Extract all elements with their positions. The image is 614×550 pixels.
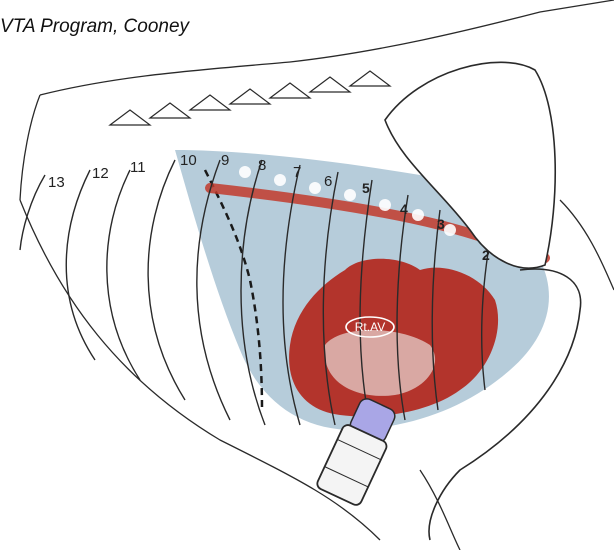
- rib-label-8: 8: [258, 157, 266, 174]
- rib-label-10: 10: [180, 152, 197, 169]
- rib-label-4: 4: [400, 201, 408, 217]
- spine: [110, 71, 390, 125]
- rib-label-7: 7: [293, 164, 301, 181]
- rib-label-13: 13: [48, 174, 65, 191]
- rib-label-6: 6: [324, 173, 332, 190]
- valve-label-rt-av: Rt.AV: [355, 320, 385, 334]
- rib-label-9: 9: [221, 152, 229, 169]
- rib-label-11: 11: [130, 159, 146, 176]
- rib-label-5: 5: [362, 180, 370, 196]
- rib-label-2: 2: [482, 247, 490, 263]
- rib-label-12: 12: [92, 165, 109, 182]
- rib-label-3: 3: [437, 216, 445, 232]
